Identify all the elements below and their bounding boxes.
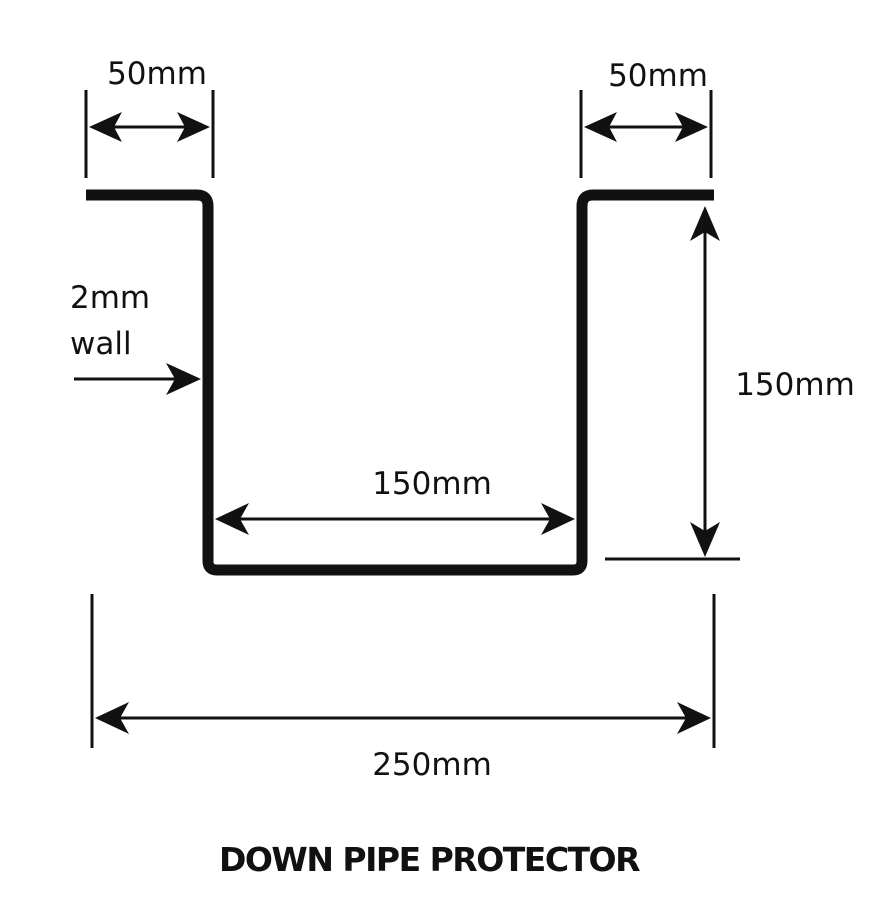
channel-width-label: 150mm	[372, 466, 492, 502]
channel-width-dimension: 150mm	[215, 466, 575, 535]
overall-width-arrow-right	[677, 702, 711, 734]
overall-width-label: 250mm	[372, 747, 492, 783]
left-flange-dimension: 50mm	[84, 56, 215, 178]
left-flange-label: 50mm	[107, 56, 207, 92]
overall-width-arrow-left	[95, 702, 129, 734]
right-flange-label: 50mm	[608, 58, 708, 94]
wall-thickness-callout: 2mm wall	[70, 280, 201, 395]
diagram-title: DOWN PIPE PROTECTOR	[219, 840, 640, 879]
channel-width-arrow-left	[215, 503, 249, 535]
left-flange-arrow-right	[177, 112, 210, 142]
channel-height-label: 150mm	[735, 367, 855, 403]
channel-height-dimension: 150mm	[605, 206, 855, 561]
wall-thickness-label-line2: wall	[70, 326, 132, 362]
channel-profile	[86, 189, 714, 576]
wall-thickness-arrowhead	[166, 363, 201, 395]
channel-height-arrow-bottom	[690, 522, 720, 557]
overall-width-dimension: 250mm	[90, 594, 716, 783]
right-flange-arrow-right	[675, 112, 708, 142]
wall-thickness-label-line1: 2mm	[70, 280, 150, 316]
channel-height-arrow-top	[690, 206, 720, 241]
right-flange-arrow-left	[584, 112, 617, 142]
channel-width-arrow-right	[541, 503, 575, 535]
right-flange-dimension: 50mm	[579, 58, 713, 178]
left-flange-arrow-left	[89, 112, 122, 142]
